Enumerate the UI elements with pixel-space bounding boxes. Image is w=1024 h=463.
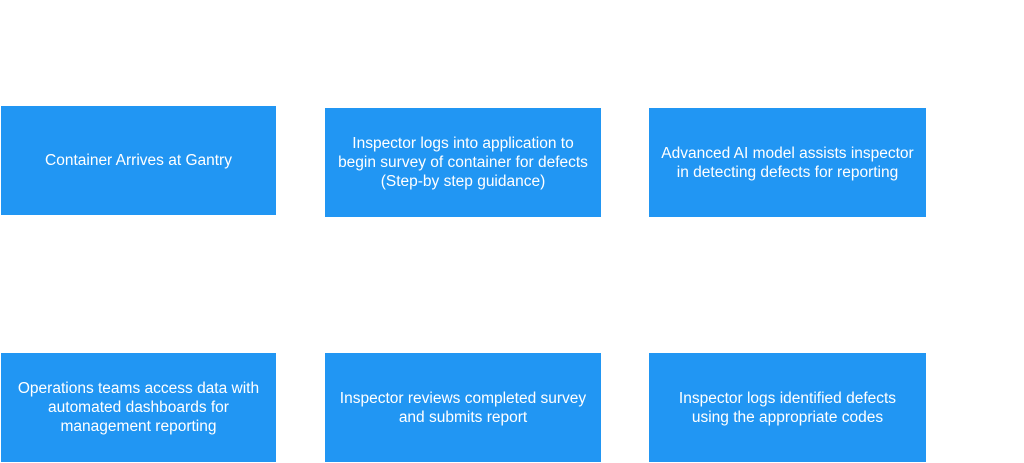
step-label: Operations teams access data with automa… bbox=[17, 380, 260, 435]
step-label: Inspector reviews completed survey and s… bbox=[339, 389, 587, 426]
step-label: Inspector logs into application to begin… bbox=[338, 135, 588, 190]
step-box-inspector-logs-in: Inspector logs into application to begin… bbox=[325, 108, 601, 217]
step-box-operations-dashboards: Operations teams access data with automa… bbox=[1, 353, 276, 462]
step-label: Advanced AI model assists inspector in d… bbox=[661, 144, 914, 181]
step-box-inspector-reviews: Inspector reviews completed survey and s… bbox=[325, 353, 601, 462]
step-box-inspector-logs-defects: Inspector logs identified defects using … bbox=[649, 353, 926, 462]
step-box-container-arrives: Container Arrives at Gantry bbox=[1, 106, 276, 215]
step-label: Inspector logs identified defects using … bbox=[678, 389, 897, 426]
step-label: Container Arrives at Gantry bbox=[45, 152, 232, 169]
step-box-ai-detects-defects: Advanced AI model assists inspector in d… bbox=[649, 108, 926, 217]
